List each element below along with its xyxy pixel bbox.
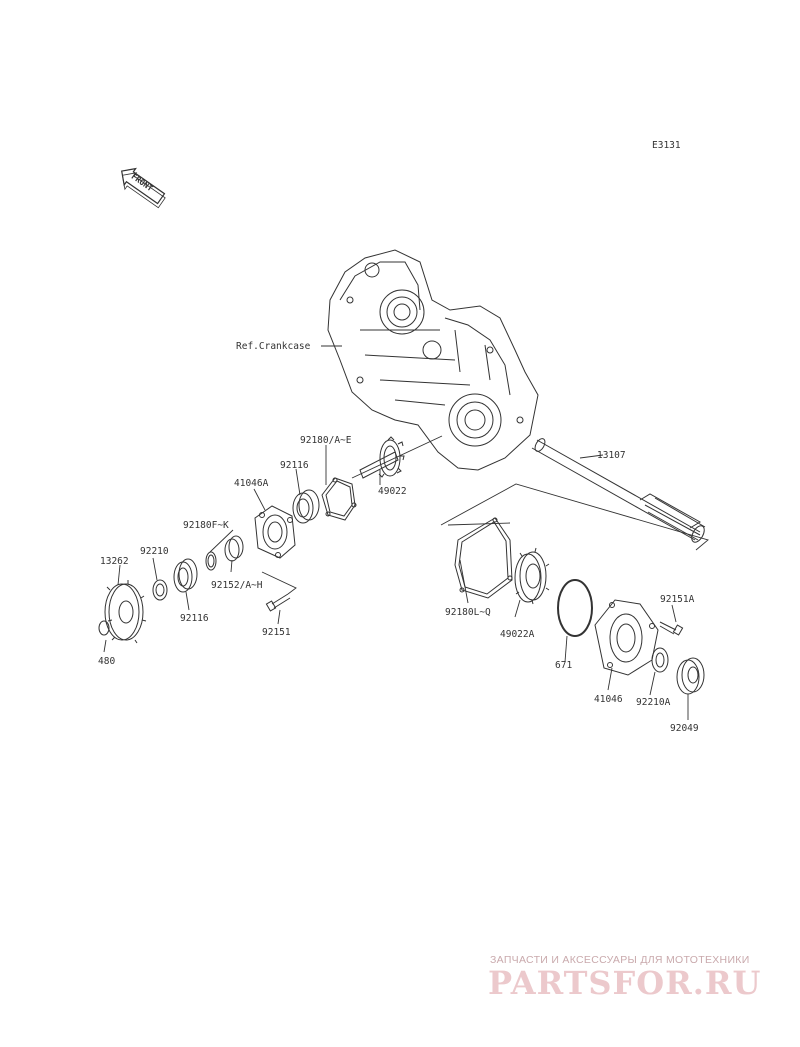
label-480: 480 bbox=[98, 656, 116, 667]
gear-49022-drawing bbox=[359, 436, 405, 479]
bearing-92116-drawing bbox=[292, 489, 320, 524]
diagram-code: E3131 bbox=[652, 140, 681, 151]
gear-13262-drawing bbox=[104, 580, 147, 644]
label-92180lq: 92180L~Q bbox=[445, 607, 491, 618]
watermark-tagline: ЗАПЧАСТИ И АКСЕССУАРЫ ДЛЯ МОТОТЕХНИКИ bbox=[490, 954, 750, 966]
bearing-92210-drawing bbox=[152, 579, 168, 601]
watermark-logo: PARTSFOR.RU bbox=[488, 964, 762, 1002]
label-671: 671 bbox=[555, 660, 573, 671]
shim-92180fk-drawing bbox=[205, 551, 217, 571]
bolt-92151a-drawing bbox=[659, 621, 684, 636]
seal-92049-drawing bbox=[676, 657, 705, 695]
housing-41046-drawing bbox=[594, 599, 659, 676]
shaft-13107-drawing bbox=[531, 438, 706, 543]
front-arrow-icon bbox=[121, 167, 166, 209]
label-92151a: 92151A bbox=[660, 594, 695, 605]
gasket-92180lq-drawing bbox=[454, 517, 513, 599]
label-92116b: 92116 bbox=[180, 613, 209, 624]
label-49022: 49022 bbox=[378, 486, 407, 497]
label-92116a: 92116 bbox=[280, 460, 309, 471]
oring-671-drawing bbox=[557, 579, 593, 637]
label-92152: 92152/A~H bbox=[211, 580, 263, 591]
circlip-480-drawing bbox=[98, 620, 110, 636]
label-92210: 92210 bbox=[140, 546, 169, 557]
label-92180ae: 92180/A~E bbox=[300, 435, 352, 446]
bolt-92151-drawing bbox=[265, 593, 291, 612]
leader-lines bbox=[103, 345, 709, 720]
bearing-92210a-drawing bbox=[651, 647, 669, 673]
label-13262: 13262 bbox=[100, 556, 129, 567]
label-13107: 13107 bbox=[597, 450, 626, 461]
gasket-92180ae-drawing bbox=[321, 477, 357, 521]
collar-92152-drawing bbox=[224, 535, 244, 562]
label-92180fk: 92180F~K bbox=[183, 520, 229, 531]
housing-41046a-drawing bbox=[254, 505, 296, 559]
label-92049: 92049 bbox=[670, 723, 699, 734]
label-ref-crankcase: Ref.Crankcase bbox=[236, 341, 311, 352]
label-41046a: 41046A bbox=[234, 478, 269, 489]
label-92151: 92151 bbox=[262, 627, 291, 638]
gear-49022a-drawing bbox=[514, 547, 550, 605]
crankcase-drawing bbox=[327, 249, 539, 471]
bearing-92116b-drawing bbox=[173, 558, 198, 593]
label-41046: 41046 bbox=[594, 694, 623, 705]
label-49022a: 49022A bbox=[500, 629, 535, 640]
label-92210a: 92210A bbox=[636, 697, 671, 708]
